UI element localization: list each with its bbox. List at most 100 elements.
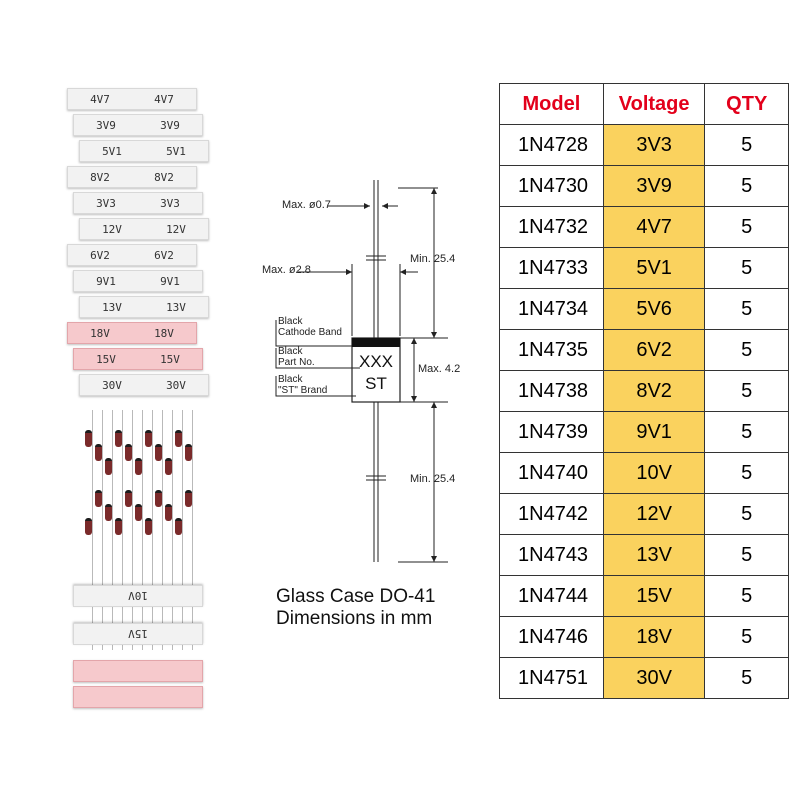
cell-voltage: 5V6 [602, 288, 706, 330]
diode-body [95, 490, 102, 507]
tape-label-lower: 15V [73, 623, 203, 645]
diode-body [135, 458, 142, 475]
cell-voltage: 6V2 [602, 329, 706, 371]
body-length-label: Max. 4.2 [418, 363, 461, 375]
tape-label-text: 4V7 [90, 92, 110, 106]
tape-label-text: 5V1 [102, 144, 122, 158]
brand-callout: Black"ST" Brand [278, 374, 328, 396]
cell-qty: 5 [704, 534, 789, 576]
body-diameter-label: Max. ø2.8 [262, 264, 311, 276]
cell-voltage: 9V1 [602, 411, 706, 453]
header-voltage: Voltage [602, 83, 706, 125]
cell-voltage: 10V [602, 452, 706, 494]
bottom-lead-length-label: Min. 25.4 [410, 473, 456, 485]
cell-qty: 5 [704, 493, 789, 535]
tape-label-text: 8V2 [90, 170, 110, 184]
tape-label-text: 12V [166, 222, 186, 236]
caption-package: Glass Case DO-41 [276, 586, 436, 607]
tape-strip-pink [73, 660, 203, 682]
cell-qty: 5 [704, 165, 789, 207]
cell-qty: 5 [704, 411, 789, 453]
diode-body [185, 490, 192, 507]
cell-model: 1N4732 [499, 206, 604, 248]
cell-qty: 5 [704, 575, 789, 617]
tape-label: 30V 30V [79, 374, 209, 396]
tape-strip-pink [73, 686, 203, 708]
cell-qty: 5 [704, 370, 789, 412]
cathode-band [352, 338, 400, 347]
tape-label-lower: 10V [73, 585, 203, 607]
cell-model: 1N4733 [499, 247, 604, 289]
tape-label-text: 18V [90, 326, 110, 340]
tape-label-text: 4V7 [154, 92, 174, 106]
cell-voltage: 3V9 [602, 165, 706, 207]
header-qty: QTY [704, 83, 789, 125]
diode-body [185, 444, 192, 461]
tape-label-text: 13V [166, 300, 186, 314]
tape-label-text: 15V [96, 352, 116, 366]
cell-voltage: 8V2 [602, 370, 706, 412]
diode-body [115, 518, 122, 535]
cell-model: 1N4746 [499, 616, 604, 658]
cell-qty: 5 [704, 452, 789, 494]
tape-label: 13V 13V [79, 296, 209, 318]
tape-label-text: 3V9 [160, 118, 180, 132]
cell-model: 1N4728 [499, 124, 604, 166]
cell-voltage: 4V7 [602, 206, 706, 248]
cell-qty: 5 [704, 124, 789, 166]
cell-model: 1N4740 [499, 452, 604, 494]
cell-voltage: 30V [602, 657, 706, 699]
tape-label: 12V 12V [79, 218, 209, 240]
diode-body [145, 518, 152, 535]
diode-body [125, 490, 132, 507]
cell-model: 1N4743 [499, 534, 604, 576]
cell-model: 1N4730 [499, 165, 604, 207]
cell-model: 1N4738 [499, 370, 604, 412]
tape-label: 4V7 4V7 [67, 88, 197, 110]
top-lead-length-label: Min. 25.4 [410, 253, 456, 265]
tape-label-text: 30V [102, 378, 122, 392]
diode-body [155, 444, 162, 461]
diagram-caption: Glass Case DO-41 Dimensions in mm [276, 586, 435, 630]
cell-voltage: 18V [602, 616, 706, 658]
tape-label-text: 3V3 [96, 196, 116, 210]
cell-qty: 5 [704, 657, 789, 699]
part-number-marking: XXX [358, 352, 394, 371]
diode-body [175, 430, 182, 447]
diode-body [85, 430, 92, 447]
cell-qty: 5 [704, 616, 789, 658]
tape-label-text: 30V [166, 378, 186, 392]
cell-qty: 5 [704, 288, 789, 330]
tape-label-text: 3V3 [160, 196, 180, 210]
tape-label-text: 13V [102, 300, 122, 314]
caption-units: Dimensions in mm [276, 608, 433, 629]
header-model: Model [499, 83, 604, 125]
tape-label-text: 8V2 [154, 170, 174, 184]
cell-model: 1N4742 [499, 493, 604, 535]
tape-label: 3V3 3V3 [73, 192, 203, 214]
table-header-row: Model Voltage QTY [499, 83, 789, 125]
cell-model: 1N4735 [499, 329, 604, 371]
diode-body [85, 518, 92, 535]
tape-label-text: 12V [102, 222, 122, 236]
diode-body [95, 444, 102, 461]
cell-model: 1N4744 [499, 575, 604, 617]
